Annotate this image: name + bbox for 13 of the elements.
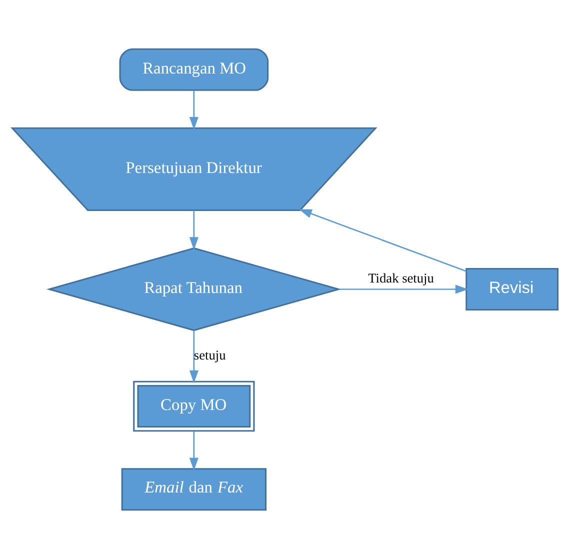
edge-label: setuju <box>194 347 226 362</box>
node-box: Copy MO <box>133 380 255 432</box>
arrow <box>189 90 198 130</box>
edge-label: Tidak setuju <box>368 270 434 286</box>
node-box: Rancangan MO <box>119 48 269 91</box>
node-box: Email dan Fax <box>121 468 267 511</box>
arrow <box>189 431 198 471</box>
arrow <box>189 210 198 250</box>
arrow <box>298 209 467 272</box>
arrow <box>339 284 468 294</box>
arrow <box>189 330 198 384</box>
node-diamond: Rapat Tahunan <box>46 247 342 332</box>
node-box: Revisi <box>466 268 558 311</box>
